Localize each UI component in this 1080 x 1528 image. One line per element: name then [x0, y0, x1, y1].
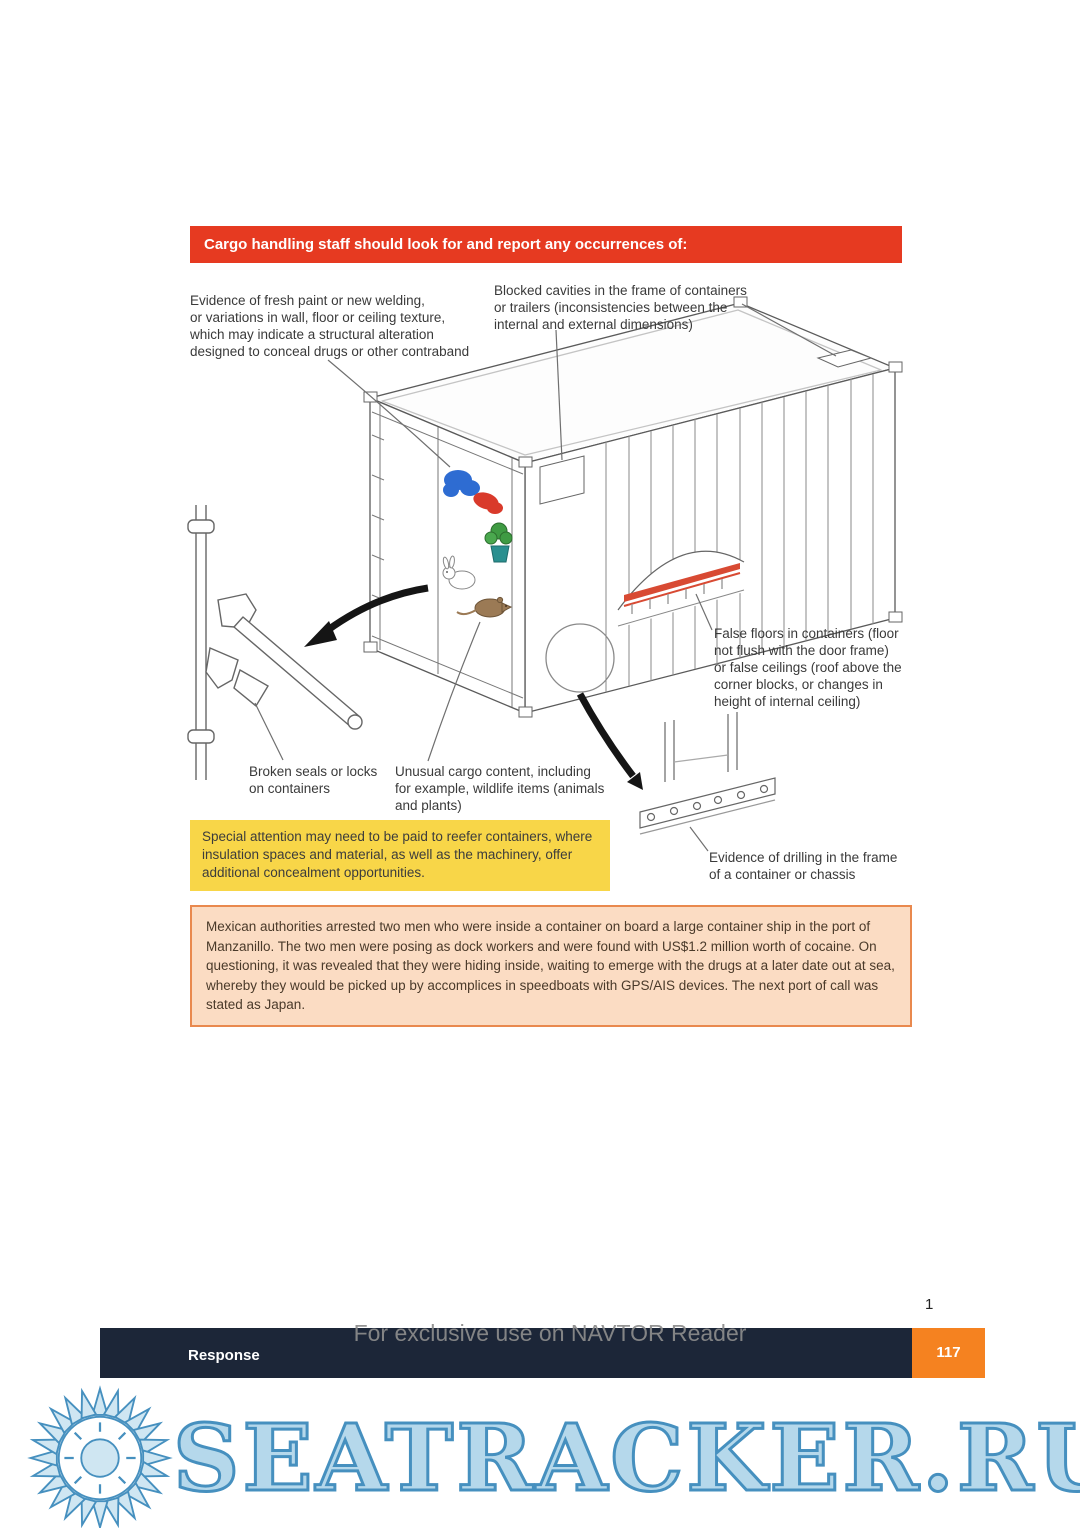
callout-blocked-cavities: Blocked cavities in the frame of contain…: [494, 283, 747, 332]
case-study-box: Mexican authorities arrested two men who…: [190, 905, 912, 1027]
arrow-to-drilling-icon: [576, 692, 643, 790]
seatracker-watermark-text: SEATRACKER.RU: [172, 1403, 1080, 1514]
container-outline: [369, 302, 896, 714]
false-floor-cutaway: [617, 550, 745, 628]
reader-watermark: For exclusive use on NAVTOR Reader: [353, 1320, 747, 1346]
arrow-to-lock-icon: [304, 584, 429, 647]
footer-page-number: 117: [912, 1328, 985, 1378]
vent-panel-rear: [816, 349, 873, 368]
seatracker-watermark: SEATRACKER.RU: [25, 1383, 1080, 1528]
sun-logo-icon: [27, 1385, 173, 1528]
container-diagram: [187, 296, 903, 852]
footer-bar: Response 117: [100, 1328, 985, 1378]
leader-lines: [254, 303, 837, 852]
callout-drilling: Evidence of drilling in the frame of a c…: [709, 850, 898, 882]
footer-section-label: Response: [188, 1347, 260, 1364]
detail-circle: [545, 623, 615, 693]
callout-broken-seals: Broken seals or locks on containers: [249, 764, 378, 796]
red-paint-blob: [473, 492, 503, 514]
potted-plant-illustration: [484, 522, 513, 563]
side-corrugations: [605, 374, 874, 692]
section-banner: Cargo handling staff should look for and…: [190, 226, 902, 263]
vent-panel-front: [539, 455, 585, 505]
rabbit-illustration: [442, 555, 476, 590]
drilling-detail-illustration: [639, 712, 776, 835]
reefer-note-box: Special attention may need to be paid to…: [190, 820, 610, 891]
callout-fresh-paint: Evidence of fresh paint or new welding, …: [190, 293, 470, 359]
door-frame: [371, 403, 524, 707]
rat-illustration: [456, 596, 513, 618]
callout-unusual-cargo: Unusual cargo content, including for exa…: [395, 764, 605, 813]
blue-paint-blob: [443, 470, 480, 497]
lock-mechanism-illustration: [187, 505, 363, 780]
corner-castings: [363, 296, 903, 718]
corner-page-number: 1: [925, 1296, 934, 1313]
callout-false-floors: False floors in containers (floor not fl…: [714, 626, 902, 709]
